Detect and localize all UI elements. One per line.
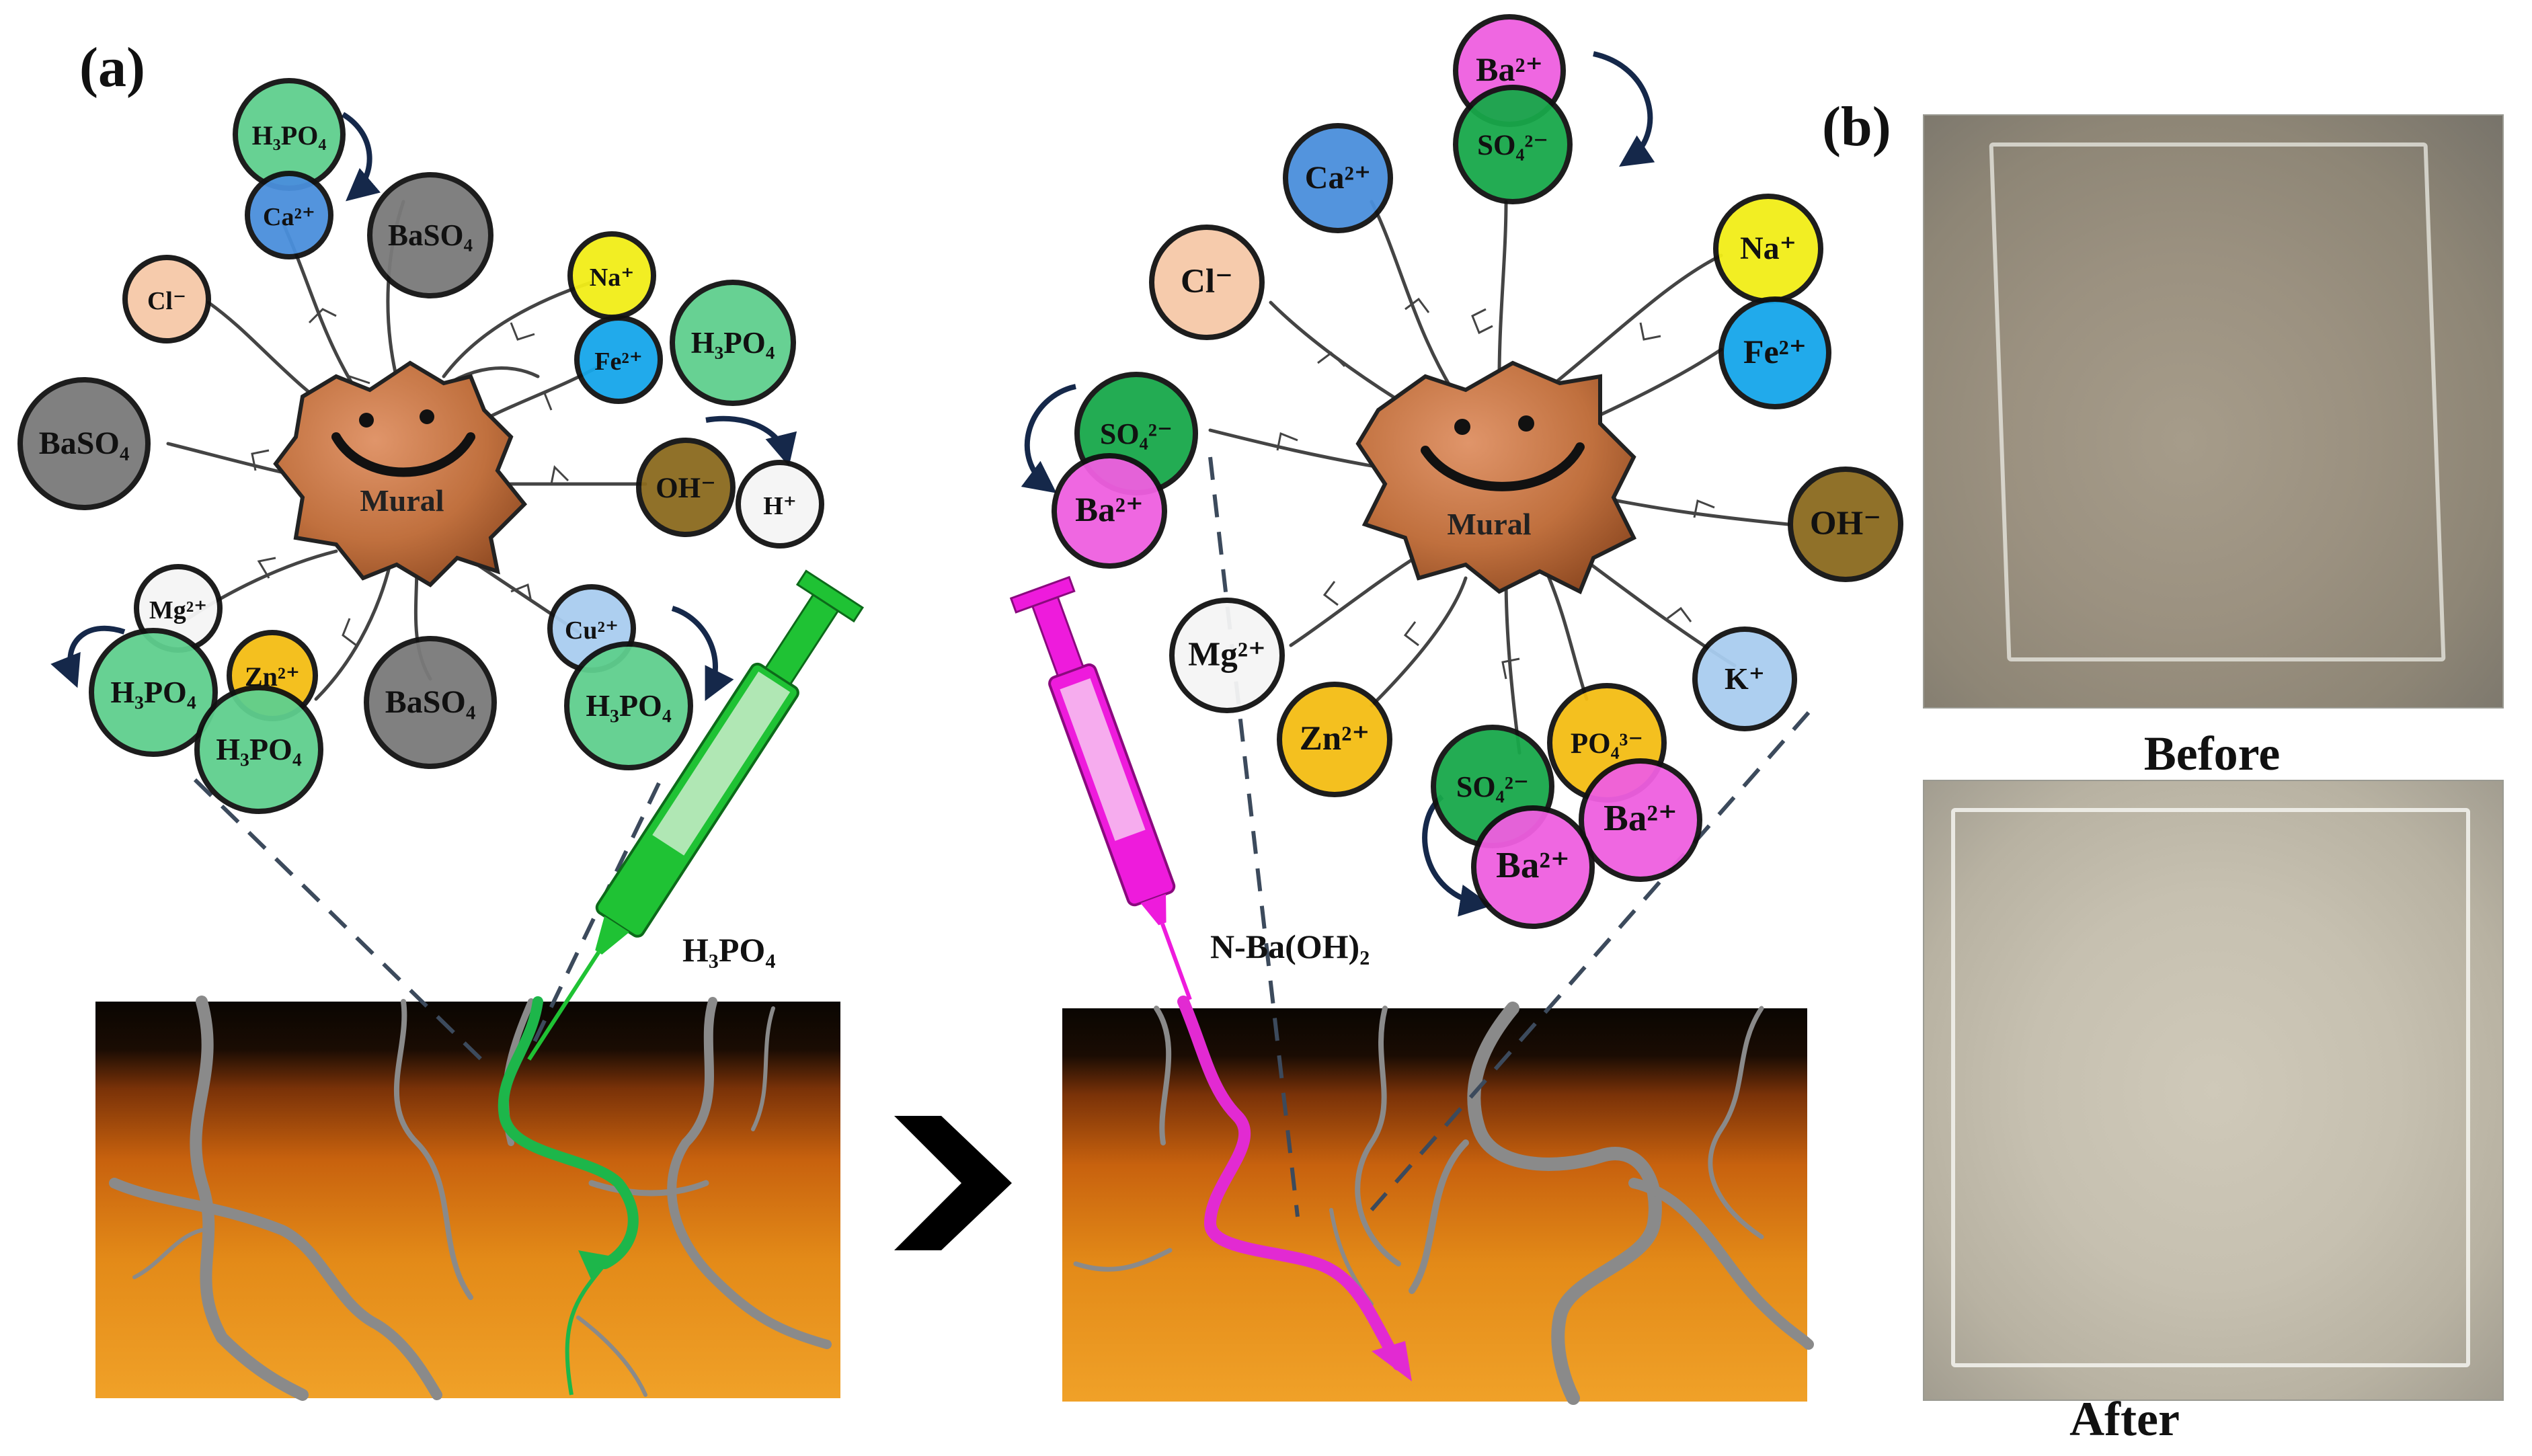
ion-label-k: K⁺ — [1725, 661, 1765, 696]
ion-label-ba-left: Ba²⁺ — [1075, 491, 1144, 529]
ion-label-ba-bottom-r: Ba²⁺ — [1604, 797, 1677, 838]
before-photo — [1923, 114, 2504, 709]
ion-label-baso4-top: BaSO₄ — [388, 218, 473, 252]
ion-label-h3po4-br: H₃PO₄ — [586, 688, 671, 723]
panel-b-label: (b) — [1822, 95, 1891, 158]
ion-label-oh: OH⁻ — [656, 473, 716, 504]
ion-label-h3po4-b: H₃PO₄ — [216, 732, 301, 766]
ion-label-so4-top: SO₄²⁻ — [1477, 130, 1548, 161]
ion-label-ca-top: Ca²⁺ — [263, 203, 315, 231]
ion-ball-h3po4-br — [564, 641, 693, 770]
mural-label-left: Mural — [360, 483, 444, 518]
ion-label-so4-bottom: SO₄²⁻ — [1456, 770, 1529, 803]
ion-ball-h3po4-b — [194, 685, 323, 814]
ion-label-fe: Fe²⁺ — [594, 348, 643, 376]
soil-block-left — [95, 996, 840, 1401]
ion-ball-k — [1692, 626, 1797, 731]
ion-ball-fe — [1718, 296, 1831, 409]
before-caption: Before — [2143, 727, 2281, 780]
reagent-label-left: H₃PO₄ — [682, 931, 775, 969]
right-cluster: Mural — [1021, 51, 1790, 917]
left-ion-balls: H₃PO₄ Ca²⁺ BaSO₄ Cl⁻ Na⁺ Fe²⁺ H₃PO₄ BaSO₄ OH⁻ H⁺ M… — [17, 78, 824, 814]
ion-ball-mg — [1169, 598, 1285, 713]
syringe-left — [527, 569, 865, 1061]
ion-label-ba-bottom: Ba²⁺ — [1496, 844, 1570, 885]
process-chevron-icon — [894, 1116, 1012, 1250]
ion-label-baso4-bottom: BaSO₄ — [385, 684, 475, 720]
ion-label-po4: PO₄³⁻ — [1571, 728, 1643, 760]
ion-ball-zn — [1277, 682, 1392, 797]
ion-ball-ba-bottom — [1471, 805, 1595, 929]
ion-ball-ca — [1283, 123, 1393, 233]
ion-label-baso4-left: BaSO₄ — [39, 426, 129, 461]
reagent-label-right: N-Ba(OH)₂ — [1210, 928, 1370, 965]
ion-label-ca: Ca²⁺ — [1305, 160, 1371, 196]
ion-label-oh: OH⁻ — [1810, 505, 1881, 542]
panel-a-label: (a) — [79, 36, 145, 99]
ion-label-cl: Cl⁻ — [147, 287, 186, 315]
syringe-right — [1009, 575, 1192, 1001]
ion-label-ba-top: Ba²⁺ — [1476, 50, 1543, 88]
left-cluster: Mural — [50, 112, 797, 701]
ion-label-na: Na⁺ — [590, 264, 635, 292]
after-caption: After — [2069, 1392, 2180, 1446]
after-photo — [1923, 780, 2504, 1401]
ion-ball-fe — [574, 315, 663, 404]
ion-ball-ba-bottom-r — [1579, 758, 1702, 882]
ion-ball-cl — [122, 255, 211, 343]
ion-ball-oh — [1788, 467, 1903, 582]
ion-label-mg: Mg²⁺ — [1188, 636, 1266, 674]
soil-block-right — [1062, 996, 1814, 1405]
ion-label-fe: Fe²⁺ — [1743, 333, 1807, 370]
mural-particle-right — [1355, 360, 1637, 595]
ion-ball-ca-top — [245, 171, 333, 259]
ion-label-so4-left: SO₄²⁻ — [1100, 417, 1173, 450]
ion-ball-cl — [1149, 225, 1265, 340]
ion-ball-baso4-bottom — [364, 636, 497, 769]
ion-ball-oh — [636, 438, 736, 537]
ion-ball-baso4-left — [17, 377, 151, 510]
mural-label-right: Mural — [1447, 507, 1531, 541]
zoom-lines — [193, 456, 1811, 1217]
ion-ball-h3po4-bl — [89, 628, 218, 757]
ion-ball-so4-top — [1453, 85, 1573, 204]
ion-ball-h3po4-right — [670, 280, 796, 406]
ion-ball-ba-left — [1052, 453, 1167, 569]
ion-label-cl: Cl⁻ — [1181, 263, 1233, 300]
ion-label-h3po4-bl: H₃PO₄ — [110, 675, 196, 709]
ion-label-mg: Mg²⁺ — [149, 596, 207, 624]
ion-label-h3po4-right: H₃PO₄ — [691, 326, 775, 360]
ion-ball-h — [736, 460, 824, 549]
ion-label-cu: Cu²⁺ — [565, 616, 619, 645]
ion-label-na: Na⁺ — [1740, 231, 1796, 266]
ion-label-h3po4-top: H₃PO₄ — [252, 120, 327, 151]
ion-label-zn: Zn²⁺ — [1300, 720, 1370, 758]
ion-ball-baso4-top — [367, 172, 493, 298]
right-ion-balls: Ba²⁺ SO₄²⁻ Ca²⁺ Cl⁻ Na⁺ Fe²⁺ SO₄²⁻ Ba²⁺ OH⁻ Mg²⁺ Z… — [1052, 14, 1903, 929]
ion-label-h: H⁺ — [763, 492, 797, 520]
